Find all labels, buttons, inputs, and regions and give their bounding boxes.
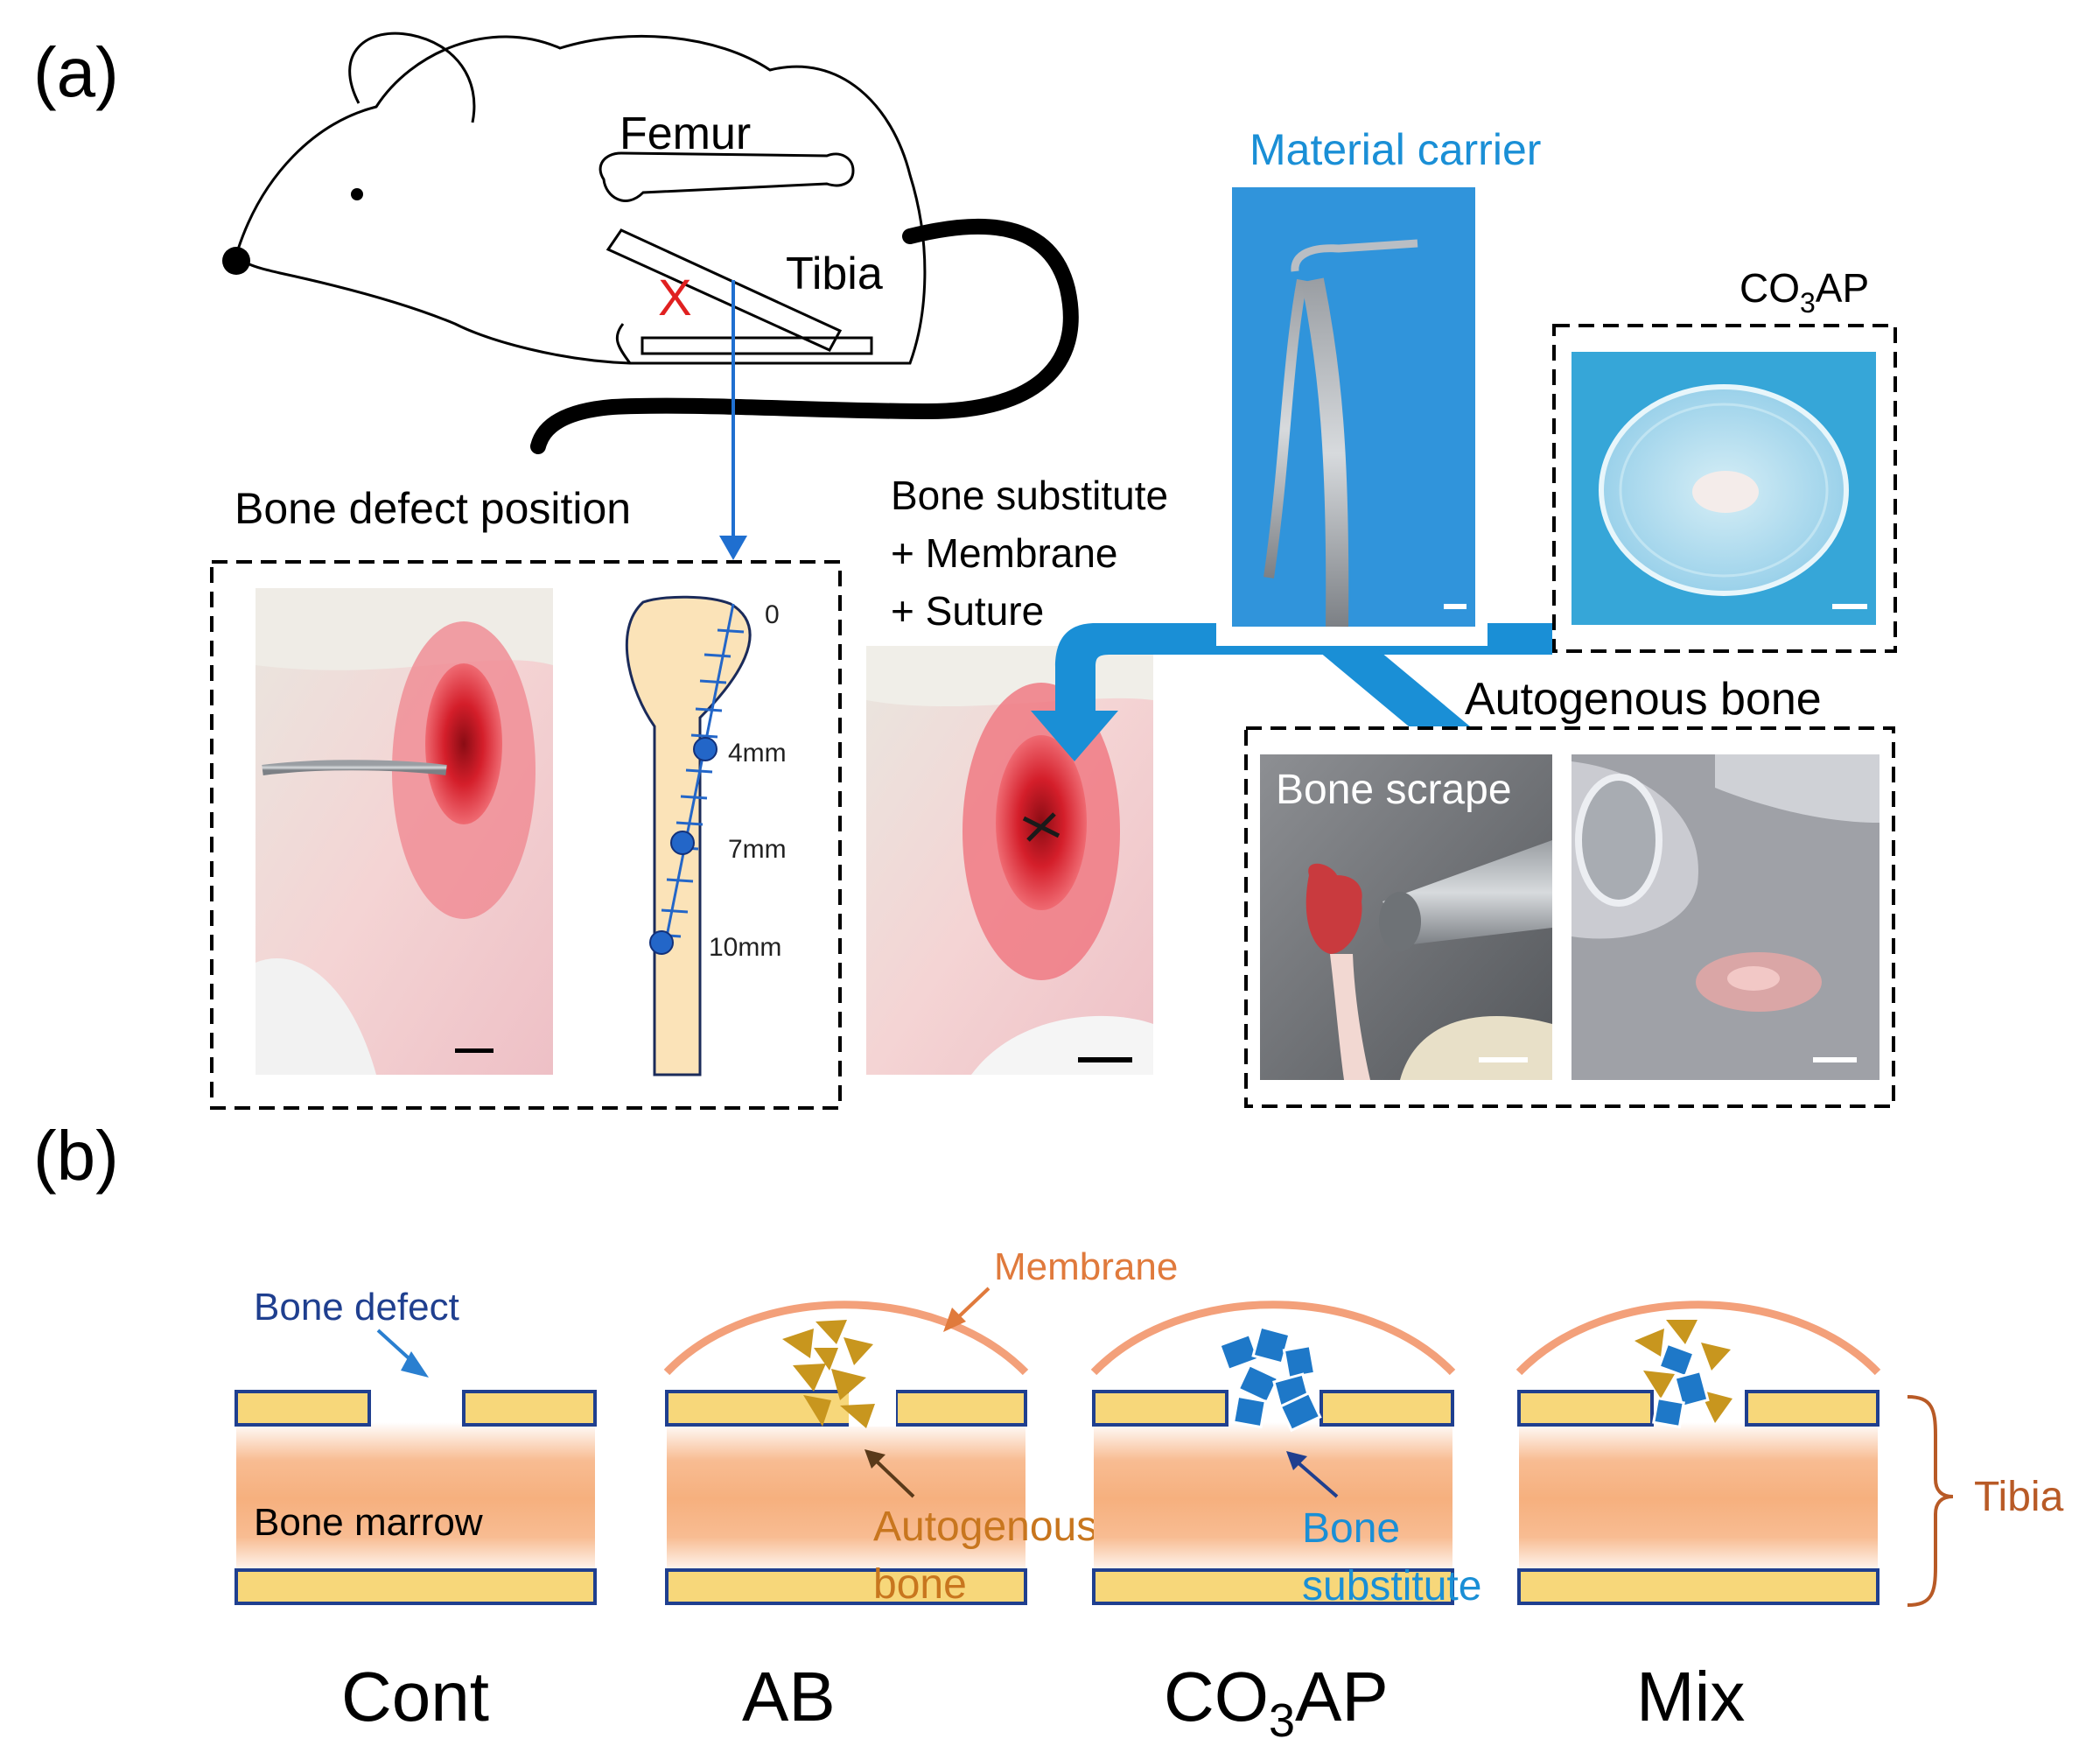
- bone-defect-arrow-head: [401, 1351, 429, 1378]
- autogenous-chips-ab: [782, 1320, 875, 1428]
- substitute-label-line2-b: substitute: [1302, 1563, 1481, 1609]
- bone-scrape-photo: [1260, 754, 1552, 1080]
- substitute-label-line1-b: Bone: [1302, 1505, 1400, 1552]
- marker-10mm: [649, 930, 674, 955]
- tick-10mm: 10mm: [709, 933, 781, 962]
- substitute-label-line2: + Membrane: [891, 530, 1118, 576]
- carrier-flow-arrow: [1031, 623, 1552, 761]
- substitute-label-line3: + Suture: [891, 588, 1044, 634]
- marker-7mm: [670, 831, 695, 855]
- membrane-arc-ab: [663, 1301, 1029, 1376]
- autogenous-label-line2: bone: [873, 1561, 967, 1608]
- membrane-arrow: [954, 1287, 990, 1322]
- autogenous-arrow-head: [864, 1449, 886, 1469]
- bone-defect-position-title: Bone defect position: [234, 484, 631, 533]
- substitute-chips-co3ap: [1218, 1325, 1322, 1433]
- substitute-arrow-head: [1286, 1451, 1307, 1470]
- bone-defect-label: Bone defect: [254, 1286, 459, 1329]
- group-label-co3ap: CO3AP: [1164, 1658, 1389, 1747]
- cross-section-cont: [234, 1390, 597, 1605]
- carrier-photo: [1232, 187, 1475, 628]
- cross-section-co3ap: [1090, 1301, 1456, 1605]
- tibia-label-b: Tibia: [1974, 1474, 2064, 1520]
- membrane-arc-mix: [1516, 1301, 1881, 1376]
- mouse-belly-line: [615, 323, 632, 364]
- material-carrier-label: Material carrier: [1250, 125, 1541, 174]
- surgery-photo-defect: [256, 588, 553, 1075]
- bone-scrape-label: Bone scrape: [1276, 767, 1512, 813]
- mouse-illustration: [236, 32, 927, 365]
- co3ap-label: CO3AP: [1740, 265, 1869, 319]
- group-label-mix: Mix: [1636, 1658, 1745, 1735]
- cross-section-mix: [1516, 1301, 1881, 1605]
- tick-4mm: 4mm: [728, 739, 787, 768]
- tibia-label: Tibia: [786, 249, 883, 299]
- membrane-arc-co3ap: [1090, 1301, 1456, 1376]
- co3ap-photo: [1572, 352, 1876, 625]
- substitute-arrow: [1295, 1460, 1339, 1498]
- tibia-brace: [1907, 1395, 1954, 1607]
- surgery-photo-sutured: [866, 646, 1153, 1075]
- mix-chips: [1634, 1320, 1732, 1429]
- membrane-label: Membrane: [994, 1245, 1178, 1288]
- group-label-ab: AB: [742, 1658, 836, 1735]
- pointer-arrow-head: [719, 536, 747, 560]
- autogenous-bone-title: Autogenous bone: [1465, 674, 1822, 725]
- mouse-tail: [530, 218, 1079, 454]
- defect-marker: X: [658, 270, 692, 326]
- panel-b-label: (b): [33, 1117, 119, 1195]
- autogenous-label-line1: Autogenous: [873, 1504, 1097, 1550]
- bone-marrow-label: Bone marrow: [254, 1501, 483, 1544]
- autogenous-arrow: [873, 1458, 915, 1498]
- panel-a-label: (a): [33, 33, 119, 111]
- group-label-cont: Cont: [341, 1658, 489, 1735]
- substitute-label-line1: Bone substitute: [891, 473, 1168, 518]
- marker-4mm: [693, 737, 718, 761]
- mouse-ear: [348, 32, 476, 123]
- membrane-arrow-head: [943, 1308, 966, 1332]
- tibia-schematic: [625, 595, 752, 1076]
- foot: [640, 336, 873, 355]
- tibia-bone: [606, 228, 843, 352]
- bone-chips-photo: [1572, 754, 1880, 1080]
- femur-bone: [598, 151, 855, 202]
- mouse-eye: [351, 188, 363, 200]
- femur-label: Femur: [620, 109, 751, 159]
- mouse-nose: [222, 247, 250, 275]
- autogenous-flow-band: [1304, 639, 1470, 726]
- mouse-body: [236, 34, 927, 365]
- autogenous-panel-frame: [1244, 726, 1895, 1108]
- cross-section-ab: [663, 1301, 1029, 1605]
- tick-0: 0: [765, 600, 780, 629]
- co3ap-panel-frame: [1552, 324, 1897, 653]
- tick-7mm: 7mm: [728, 835, 787, 864]
